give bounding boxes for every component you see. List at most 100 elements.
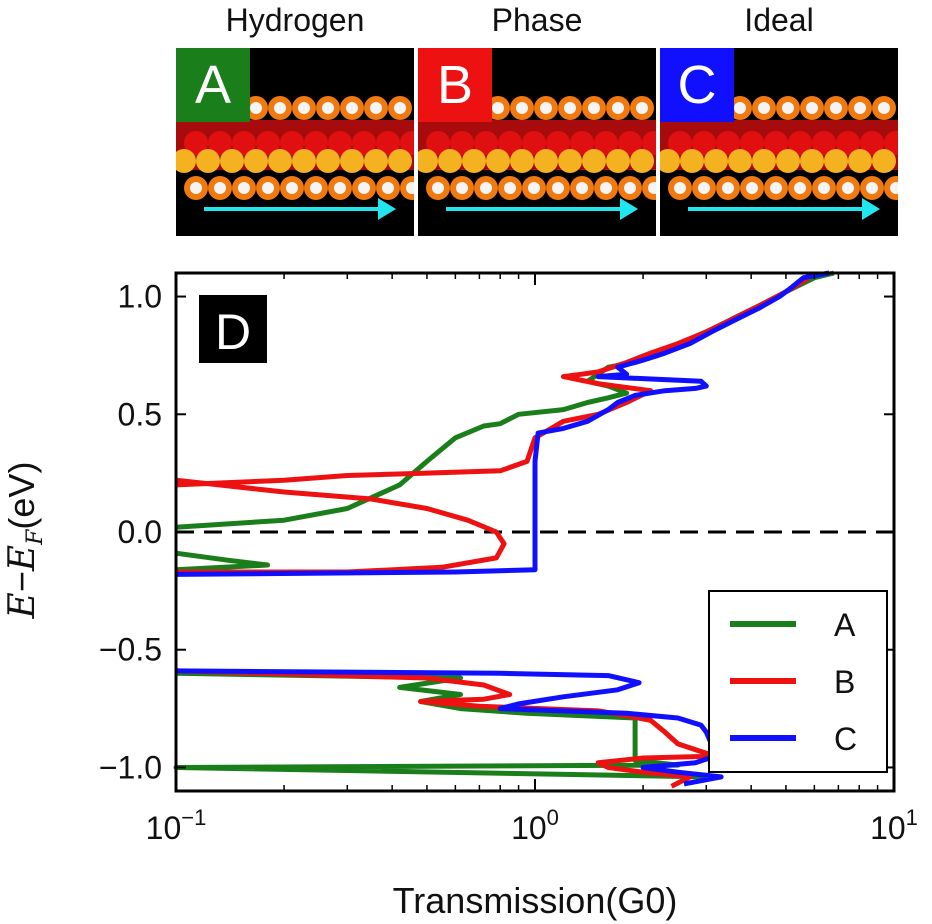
hydrogen-atom — [492, 102, 504, 114]
y-tick-label: −1.0 — [99, 749, 162, 785]
hydrogen-atom — [370, 102, 382, 114]
atom — [660, 149, 680, 173]
atom — [764, 131, 788, 155]
y-axis-title: E−EF(eV) — [1, 462, 48, 620]
atom — [388, 149, 412, 173]
atom — [268, 149, 292, 173]
panel-ideal-image: C — [660, 48, 898, 236]
panel-d-label: D — [199, 295, 267, 363]
atom — [836, 131, 860, 155]
atom — [860, 131, 884, 155]
atom — [256, 131, 280, 155]
x-tick-label: 101 — [870, 805, 918, 846]
hydrogen-atom — [636, 102, 648, 114]
atom — [704, 149, 728, 173]
hydrogen-atom — [262, 182, 274, 194]
atom — [418, 149, 438, 173]
atom — [630, 149, 654, 173]
atom — [692, 131, 716, 155]
y-tick-label: 0.0 — [118, 514, 162, 550]
transport-arrow-icon — [446, 198, 638, 220]
atom — [376, 131, 400, 155]
hydrogen-atom — [456, 182, 468, 194]
legend: ABC — [708, 590, 888, 773]
panel-c-badge: C — [660, 48, 734, 122]
legend-label-b: B — [834, 664, 855, 700]
hydrogen-atom — [238, 182, 250, 194]
atom — [848, 149, 872, 173]
hydrogen-atom — [406, 182, 414, 194]
atom — [426, 131, 450, 155]
hydrogen-atom — [274, 102, 286, 114]
panel-d-letter: D — [215, 304, 251, 360]
atom — [558, 149, 582, 173]
transport-arrow-icon — [204, 198, 396, 220]
panel-a-badge: A — [176, 48, 250, 122]
atom — [184, 131, 208, 155]
hydrogen-atom — [576, 182, 588, 194]
panel-phase-image: B — [418, 48, 656, 236]
x-tick-label: 100 — [511, 805, 559, 846]
atom — [328, 131, 352, 155]
atom — [244, 149, 268, 173]
hydrogen-atom — [674, 182, 686, 194]
transport-arrow-icon — [688, 198, 880, 220]
atom — [232, 131, 256, 155]
hydrogen-atom — [588, 102, 600, 114]
atom — [474, 131, 498, 155]
atom — [534, 149, 558, 173]
hydrogen-atom — [842, 182, 854, 194]
atom-chain — [418, 96, 656, 200]
hydrogen-atom — [600, 182, 612, 194]
atom — [364, 149, 388, 173]
hydrogen-atom — [818, 182, 830, 194]
atom — [606, 149, 630, 173]
hydrogen-atom — [612, 102, 624, 114]
atom — [450, 131, 474, 155]
atom — [498, 131, 522, 155]
hydrogen-atom — [734, 102, 746, 114]
atom — [196, 149, 220, 173]
series-line-c — [175, 668, 724, 787]
hydrogen-atom — [782, 102, 794, 114]
legend-label-c: C — [834, 721, 857, 757]
hydrogen-atom — [310, 182, 322, 194]
hydrogen-atom — [866, 182, 878, 194]
panel-hydrogen-title: Hydrogen — [225, 2, 365, 38]
atom — [400, 131, 414, 155]
series-line-b — [175, 275, 811, 488]
atom — [594, 131, 618, 155]
hydrogen-atom — [564, 102, 576, 114]
hydrogen-atom — [334, 182, 346, 194]
series-line-a — [175, 550, 271, 573]
hydrogen-atom — [322, 102, 334, 114]
hydrogen-atom — [358, 182, 370, 194]
hydrogen-atom — [214, 182, 226, 194]
panel-ideal-title: Ideal — [744, 2, 814, 38]
series-layer — [173, 270, 835, 789]
atom — [280, 131, 304, 155]
hydrogen-atom — [516, 102, 528, 114]
atom — [570, 131, 594, 155]
atom — [668, 131, 692, 155]
atom — [582, 149, 606, 173]
hydrogen-atom — [854, 102, 866, 114]
atom — [884, 131, 898, 155]
hydrogen-atom — [648, 182, 656, 194]
hydrogen-atom — [722, 182, 734, 194]
atom — [304, 131, 328, 155]
atom — [438, 149, 462, 173]
atom — [776, 149, 800, 173]
x-axis-title: Transmission(G0) — [393, 880, 678, 921]
hydrogen-atom — [504, 182, 516, 194]
hydrogen-atom — [298, 102, 310, 114]
atom — [292, 149, 316, 173]
atom — [872, 149, 896, 173]
hydrogen-atom — [830, 102, 842, 114]
y-tick-label: 1.0 — [118, 279, 162, 315]
hydrogen-atom — [540, 102, 552, 114]
atom — [740, 131, 764, 155]
hydrogen-atom — [382, 182, 394, 194]
atom — [824, 149, 848, 173]
atom — [462, 149, 486, 173]
